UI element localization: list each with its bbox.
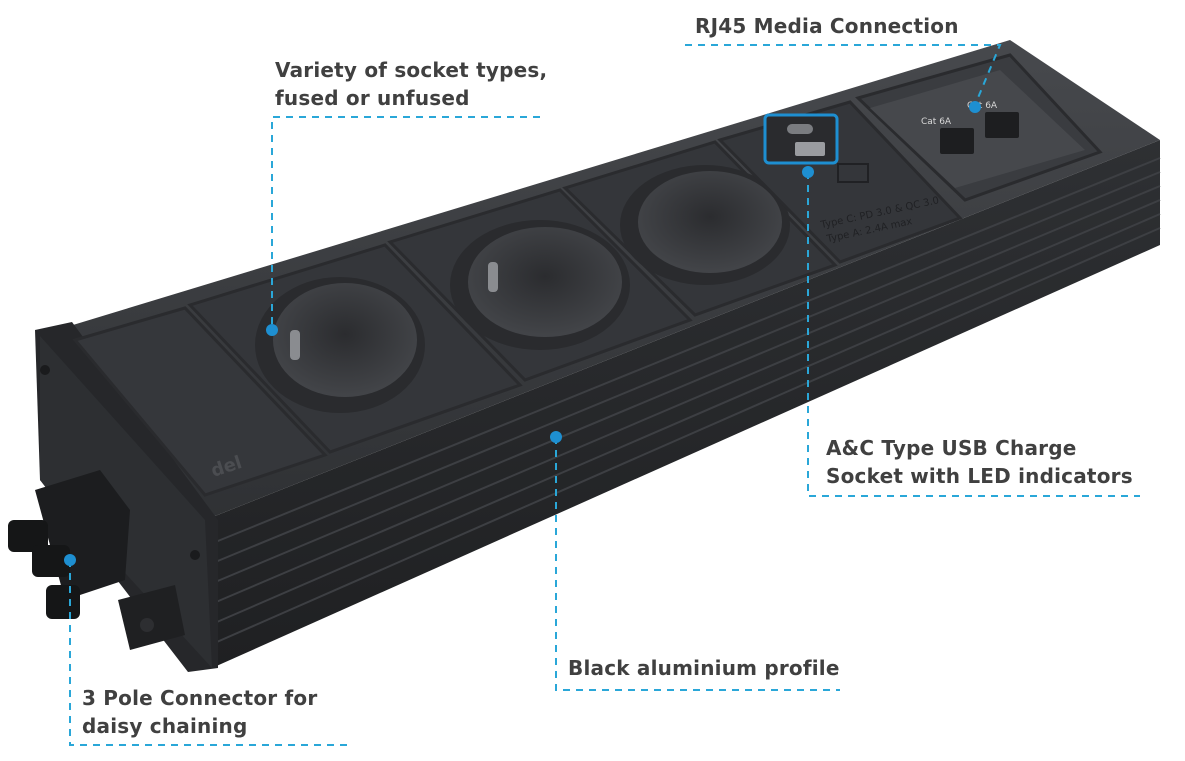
socket-2 (468, 227, 622, 337)
socket-1 (273, 283, 417, 397)
usb-a-port-icon (795, 142, 825, 156)
three-pole-connector (8, 470, 185, 650)
callout-connector-line1: 3 Pole Connector for (82, 686, 318, 710)
rj45-plate (870, 70, 1085, 188)
socket-3 (638, 171, 782, 273)
callout-sockets: Variety of socket types, fused or unfuse… (275, 56, 547, 112)
callout-usb: A&C Type USB Charge Socket with LED indi… (826, 434, 1133, 490)
profile-grooves (207, 157, 1161, 646)
callout-sockets-line2: fused or unfused (275, 86, 470, 110)
socket-2-earth-clip (488, 262, 498, 292)
callout-dot-sockets (266, 324, 278, 336)
end-cap-screw-icon (190, 550, 200, 560)
usb-logo-icon (837, 163, 869, 183)
callout-dot-profile (550, 431, 562, 443)
leader-rj45 (685, 44, 1002, 106)
leader-dots (64, 101, 981, 566)
rj45-port-1-label: Cat 6A (921, 117, 952, 127)
callout-dot-usb (802, 166, 814, 178)
callout-profile: Black aluminium profile (568, 654, 840, 682)
callout-usb-line1: A&C Type USB Charge (826, 436, 1077, 460)
end-cap-screw-icon (40, 365, 50, 375)
leader-usb (807, 172, 1140, 497)
callout-dot-connector (64, 554, 76, 566)
callout-connector: 3 Pole Connector for daisy chaining (82, 684, 317, 740)
end-cap-face (40, 336, 212, 668)
socket-1-earth-clip (290, 330, 300, 360)
rj45-port-2-label: Cat 6A (967, 101, 998, 111)
leader-lines (69, 44, 1140, 746)
rj45-port-2: Cat 6A (967, 101, 1019, 138)
callout-usb-line2: Socket with LED indicators (826, 464, 1133, 488)
callout-connector-line2: daisy chaining (82, 714, 248, 738)
usb-c-port-icon (787, 124, 813, 134)
callout-rj45-line1: RJ45 Media Connection (695, 14, 959, 38)
blank-module (72, 306, 328, 497)
leader-sockets (271, 116, 540, 330)
leader-profile (555, 437, 840, 691)
leader-connector (69, 560, 350, 746)
callout-profile-line1: Black aluminium profile (568, 656, 840, 680)
callout-rj45: RJ45 Media Connection (695, 12, 959, 40)
callout-sockets-line1: Variety of socket types, (275, 58, 548, 82)
callout-dot-rj45 (969, 101, 981, 113)
rj45-port-1: Cat 6A (921, 117, 974, 154)
